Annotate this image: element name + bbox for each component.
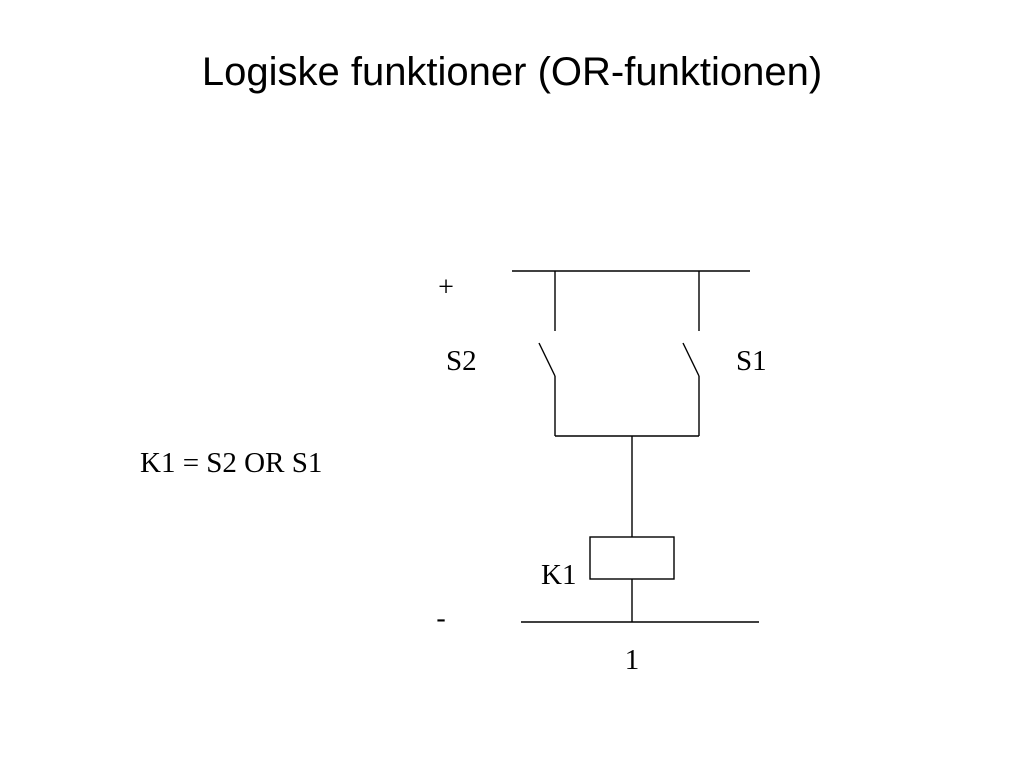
s2-switch-contact — [538, 342, 556, 377]
relay-coil-k1 — [589, 536, 675, 580]
minus-label: - — [436, 603, 445, 634]
k1-coil-label: K1 — [541, 559, 576, 591]
line-number-label: 1 — [625, 644, 640, 676]
logic-equation: K1 = S2 OR S1 — [140, 447, 323, 479]
s1-label: S1 — [736, 345, 767, 377]
plus-label: + — [438, 272, 454, 303]
s2-label: S2 — [446, 345, 477, 377]
slide-title: Logiske funktioner (OR-funktionen) — [201, 50, 823, 94]
s1-switch-contact — [682, 342, 700, 377]
